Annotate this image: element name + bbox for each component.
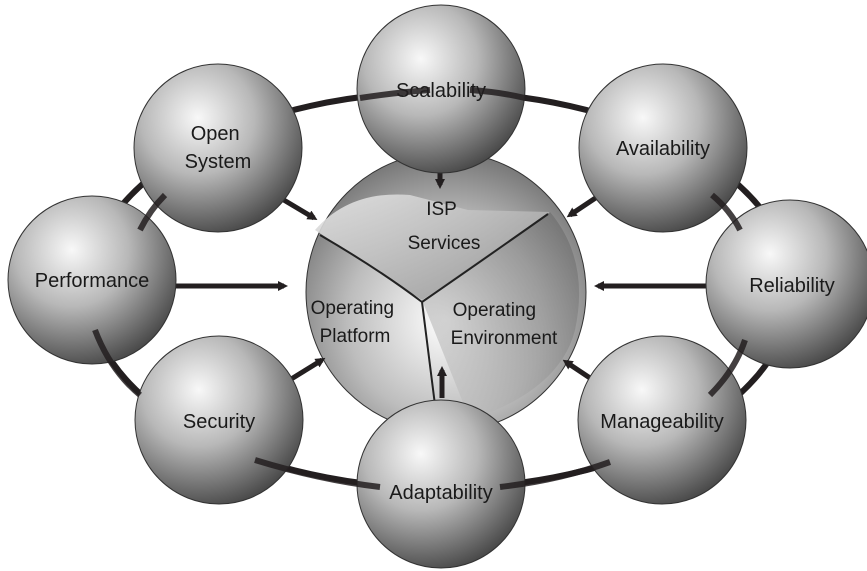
node-scalability: Scalability — [356, 4, 526, 174]
node-manageability-label: Manageability — [600, 411, 723, 433]
ring-front-segments — [92, 87, 748, 490]
node-availability: Availability — [578, 63, 748, 233]
node-performance-label: Performance — [35, 270, 150, 292]
center-top-label: ISP Services — [408, 199, 481, 254]
center-wedge-right — [422, 212, 580, 420]
node-adaptability-label: Adaptability — [389, 482, 492, 504]
node-open-system: Open System — [133, 63, 303, 233]
node-performance: Performance — [7, 195, 177, 365]
center-wedge-top — [315, 194, 550, 300]
arrow-security — [286, 357, 326, 384]
node-adaptability: Adaptability — [356, 399, 526, 569]
node-manageability: Manageability — [577, 335, 747, 505]
center-divider — [319, 213, 549, 406]
node-reliability-label: Reliability — [749, 275, 835, 297]
arrows — [176, 132, 716, 398]
center-right-label: Operating Environment — [451, 300, 558, 349]
node-availability-label: Availability — [616, 138, 710, 160]
center-left-label: Operating Platform — [311, 298, 400, 347]
node-scalability-label: Scalability — [396, 80, 486, 102]
node-security-label: Security — [183, 411, 255, 433]
arrow-manageability — [562, 359, 592, 381]
node-open-system-label: Open System — [185, 123, 252, 173]
node-reliability: Reliability — [705, 199, 867, 369]
node-security: Security — [134, 335, 304, 505]
center-sphere: ISP Services Operating Platform Operatin… — [305, 151, 587, 433]
